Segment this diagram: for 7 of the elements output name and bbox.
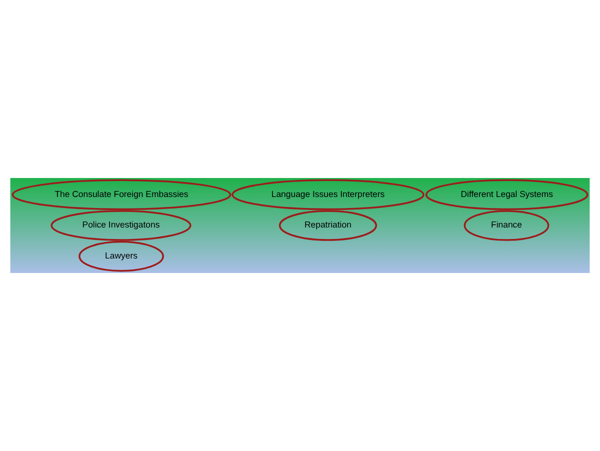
node-ellipse: The Consulate Foreign Embassies (12, 179, 232, 210)
node-ellipse: Police Investigatons (50, 210, 192, 241)
node-ellipse: Finance (464, 210, 550, 241)
node-ellipse: Repatriation (278, 210, 378, 241)
node-ellipse: Different Legal Systems (425, 179, 588, 210)
node-ellipse: Language Issues Interpreters (232, 179, 424, 210)
node-ellipse: Lawyers (78, 240, 164, 272)
